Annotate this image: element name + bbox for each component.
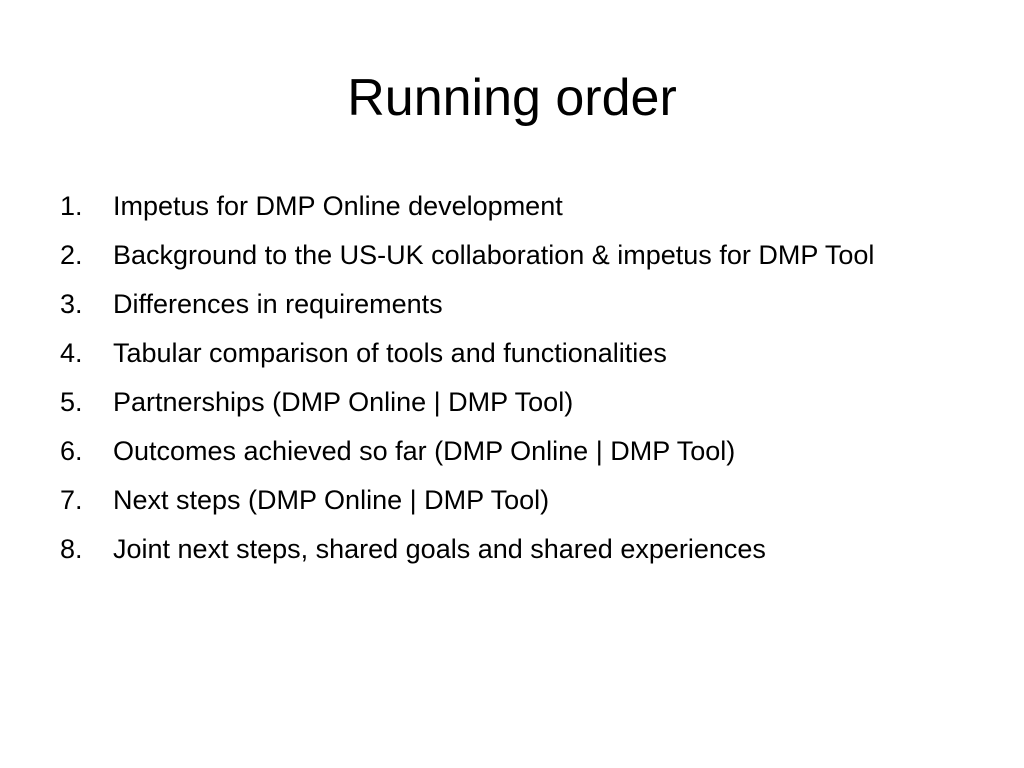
- list-item-number: 8.: [60, 534, 83, 564]
- list-item: 7. Next steps (DMP Online | DMP Tool): [56, 478, 1016, 527]
- list-item: 1. Impetus for DMP Online development: [56, 184, 1016, 233]
- list-item-number: 5.: [60, 387, 83, 417]
- agenda-list: 1. Impetus for DMP Online development 2.…: [56, 184, 1016, 576]
- list-item-text: Tabular comparison of tools and function…: [113, 338, 667, 368]
- list-item-number: 2.: [60, 240, 83, 270]
- list-item-text: Impetus for DMP Online development: [113, 191, 563, 221]
- list-item-text: Next steps (DMP Online | DMP Tool): [113, 485, 550, 515]
- slide-title: Running order: [347, 69, 677, 127]
- list-item-number: 6.: [60, 436, 83, 466]
- list-item-text: Joint next steps, shared goals and share…: [113, 534, 766, 564]
- list-item-number: 3.: [60, 289, 83, 319]
- list-item: 2. Background to the US-UK collaboration…: [56, 233, 1016, 282]
- list-item: 3. Differences in requirements: [56, 282, 1016, 331]
- list-item-number: 4.: [60, 338, 83, 368]
- list-item: 8. Joint next steps, shared goals and sh…: [56, 527, 1016, 576]
- list-item-number: 1.: [60, 191, 83, 221]
- list-item-text: Background to the US-UK collaboration & …: [113, 240, 875, 270]
- list-item: 4. Tabular comparison of tools and funct…: [56, 331, 1016, 380]
- list-item-text: Partnerships (DMP Online | DMP Tool): [113, 387, 574, 417]
- list-item: 5. Partnerships (DMP Online | DMP Tool): [56, 380, 1016, 429]
- list-item-text: Differences in requirements: [113, 289, 443, 319]
- list-item: 6. Outcomes achieved so far (DMP Online …: [56, 429, 1016, 478]
- list-item-text: Outcomes achieved so far (DMP Online | D…: [113, 436, 736, 466]
- list-item-number: 7.: [60, 485, 83, 515]
